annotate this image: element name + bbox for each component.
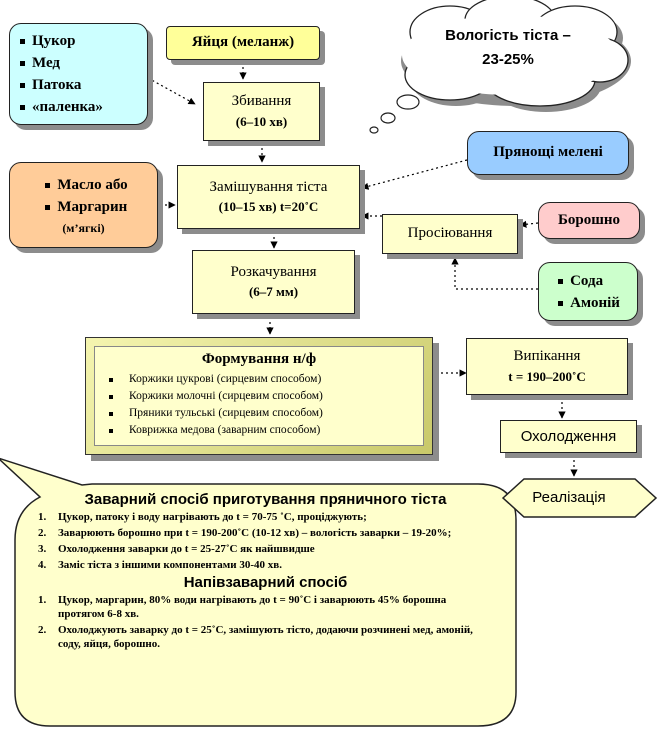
whipping-box: Збивання (6–10 хв) [203,82,320,141]
cooling-box: Охолодження [500,420,637,453]
moisture-label: Вологість тіста – 23-25% [418,24,598,72]
sale-label: Реалізація [532,489,606,506]
forming-box: Формування н/ф Коржики цукрові (сирцевим… [85,337,433,455]
rolling-title: Розкачування [230,263,317,280]
forming-title: Формування н/ф [201,351,317,367]
leavening-box: Сода Амоній [538,262,638,321]
moisture-line2: 23-25% [482,51,534,68]
fat-butter: Масло або [43,174,128,196]
leavening-ammonium: Амоній [556,292,620,314]
brewing-step: 4.Заміс тіста з іншими компонентами 30-4… [38,559,282,571]
brewing-step: 2.Заварюють борошно при t = 190-200˚С (1… [38,527,452,539]
fat-box: Масло або Маргарин (м’ягкі) [9,162,158,248]
leavening-soda: Сода [556,270,620,292]
baking-box: Випікання t = 190–200˚С [466,338,628,395]
ingredients-box: Цукор Мед Патока «паленка» [9,23,148,125]
semi-brewing-title: Напівзаварний спосіб [183,574,348,591]
spices-box: Прянощі мелені [467,131,629,175]
kneading-params: (10–15 хв) t=20˚С [218,199,319,215]
baking-title: Випікання [513,348,581,365]
cooling-label: Охолодження [520,427,617,445]
brewing-title: Заварний спосіб приготування пряничного … [84,491,447,508]
baking-temperature: t = 190–200˚С [508,368,586,384]
moisture-line1: Вологість тіста – [445,27,571,44]
semi-brewing-step: 1.Цукор, маргарин, 80% води нагрівають д… [38,594,447,620]
whipping-duration: (6–10 хв) [235,113,288,129]
brewing-callout: Заварний спосіб приготування пряничного … [38,491,493,653]
flour-box: Борошно [538,202,640,239]
spices-label: Прянощі мелені [493,144,603,161]
ingredient-palenka: «паленка» [18,96,103,118]
forming-item: Коржики цукрові (сирцевим способом) [103,371,415,388]
brewing-step: 1.Цукор, патоку і воду нагрівають до t =… [38,511,367,523]
fat-margarine: Маргарин [43,196,127,218]
ingredient-sugar: Цукор [18,30,103,52]
forming-item: Коржики молочні (сирцевим способом) [103,388,415,405]
kneading-title: Замішування тіста [209,178,328,195]
brewing-step: 3.Охолодження заварки до t = 25-27˚С як … [38,543,315,555]
ingredient-molasses: Патока [18,74,103,96]
whipping-title: Збивання [231,93,292,110]
kneading-box: Замішування тіста (10–15 хв) t=20˚С [177,165,360,229]
rolling-box: Розкачування (6–7 мм) [192,250,355,314]
forming-item: Пряники тульські (сирцевим способом) [103,405,415,422]
flour-label: Борошно [557,211,621,228]
ingredient-honey: Мед [18,52,103,74]
semi-brewing-step: 2.Охолоджують заварку до t = 25˚С, заміш… [38,624,473,650]
eggs-label: Яйця (меланж) [191,34,295,51]
forming-item: Коврижка медова (заварним способом) [103,422,415,439]
eggs-box: Яйця (меланж) [166,26,320,60]
sifting-label: Просіювання [407,225,493,242]
fat-note: (м’ягкі) [62,221,105,236]
rolling-thickness: (6–7 мм) [248,284,299,300]
sifting-box: Просіювання [382,214,518,254]
